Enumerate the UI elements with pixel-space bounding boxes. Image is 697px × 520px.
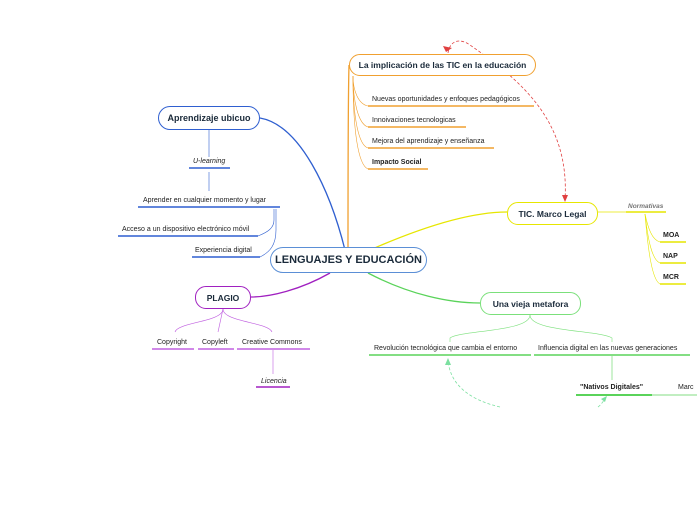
branch-aprendizaje xyxy=(259,117,346,251)
relation-arrow-green xyxy=(447,359,501,408)
topic-aprendizaje-ubicuo[interactable]: Aprendizaje ubicuo xyxy=(158,106,260,130)
subtopic-nativos-digitales[interactable]: "Nativos Digitales" xyxy=(580,384,644,391)
topic-plagio[interactable]: PLAGIO xyxy=(195,286,251,309)
subtopic-aprender-momento[interactable]: Aprender en cualquier momento y lugar xyxy=(143,197,266,204)
topic-tic-educacion[interactable]: La implicación de las TIC en la educació… xyxy=(349,54,536,76)
subtopic-licencia[interactable]: Licencia xyxy=(261,378,287,385)
subtopic-creative-commons[interactable]: Creative Commons xyxy=(242,339,302,346)
subtopic-copyright[interactable]: Copyright xyxy=(157,339,187,346)
subtopic-experiencia-digital[interactable]: Experiencia digital xyxy=(195,247,252,254)
subtopic-copyleft[interactable]: Copyleft xyxy=(202,339,228,346)
branch-metafora xyxy=(367,272,481,304)
topic-vieja-metafora[interactable]: Una vieja metafora xyxy=(480,292,581,315)
subtopic-revolucion-tecnologica[interactable]: Revolución tecnológica que cambia el ent… xyxy=(374,345,518,352)
subtopic-moa[interactable]: MOA xyxy=(663,232,680,239)
subtopic-acceso-dispositivo[interactable]: Acceso a un dispositivo electrónico móvi… xyxy=(122,226,250,233)
subtopic-mejora-aprendizaje[interactable]: Mejora del aprendizaje y enseñanza xyxy=(372,138,485,145)
subtopic-nuevas-oportunidades[interactable]: Nuevas oportunidades y enfoques pedagógi… xyxy=(372,96,520,103)
subtopic-u-learning[interactable]: U-learning xyxy=(193,158,226,165)
branch-tic xyxy=(347,64,350,251)
subtopic-normativas[interactable]: Normativas xyxy=(628,203,664,210)
subtopic-mcr[interactable]: MCR xyxy=(663,274,679,281)
subtopic-nap[interactable]: NAP xyxy=(663,253,678,260)
subtopic-influencia-digital[interactable]: Influencia digital en las nuevas generac… xyxy=(538,345,678,352)
central-topic[interactable]: LENGUAJES Y EDUCACIÓN xyxy=(270,247,427,273)
subtopic-marc[interactable]: Marc xyxy=(678,384,694,391)
branch-plagio xyxy=(250,272,331,298)
topic-tic-marco-legal[interactable]: TIC. Marco Legal xyxy=(507,202,598,225)
branch-legal xyxy=(369,211,508,251)
subtopic-innovaciones[interactable]: Innoivaciones tecnologicas xyxy=(372,117,456,124)
subtopic-impacto-social[interactable]: Impacto Social xyxy=(372,159,422,166)
